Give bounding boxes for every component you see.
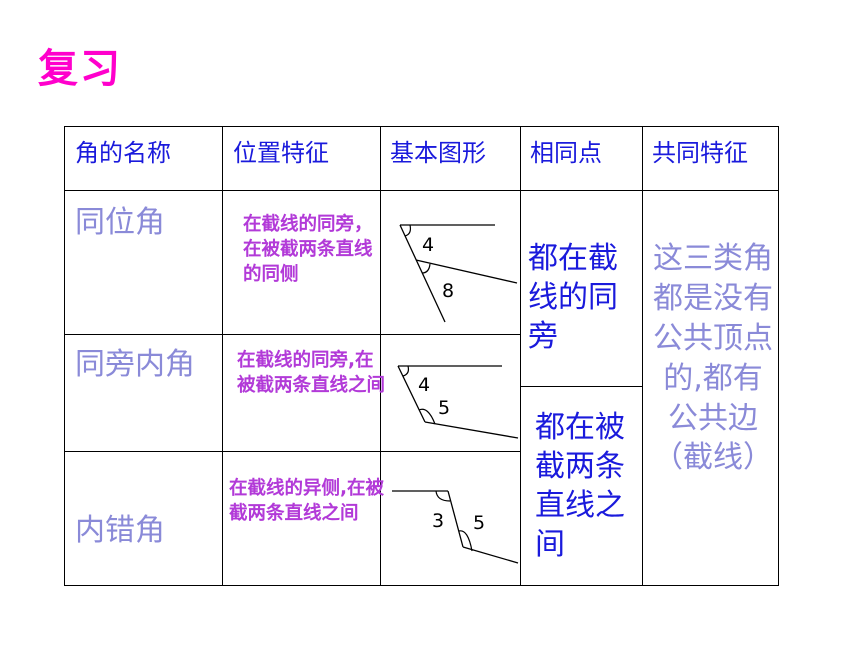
grid-line bbox=[222, 127, 223, 585]
angle-name-co-interior: 同旁内角 bbox=[75, 347, 195, 382]
angle-label: 8 bbox=[442, 280, 454, 302]
shared-feature: 这三类角都是没有公共顶点的,都有公共边（截线） bbox=[653, 241, 773, 476]
header-position-feature: 位置特征 bbox=[233, 139, 329, 167]
angle-label: 4 bbox=[422, 234, 434, 256]
feature-co-interior: 在截线的同旁,在被截两条直线之间 bbox=[237, 350, 386, 396]
figure-corresponding-angles: 4 8 bbox=[399, 224, 518, 323]
grid-line bbox=[642, 127, 643, 585]
common-point-between: 都在被截两条直线之间 bbox=[535, 410, 625, 562]
grid-line bbox=[65, 334, 520, 335]
header-angle-name: 角的名称 bbox=[75, 139, 171, 167]
page-title: 复习 bbox=[38, 46, 122, 92]
angle-name-corresponding: 同位角 bbox=[75, 205, 165, 240]
grid-line bbox=[65, 451, 520, 452]
grid-line bbox=[520, 127, 521, 585]
figure-co-interior-angles: 4 5 bbox=[397, 365, 519, 439]
header-common-feature: 共同特征 bbox=[652, 139, 748, 167]
grid-line bbox=[380, 127, 381, 585]
feature-corresponding: 在截线的同旁，在被截两条直线的同侧 bbox=[243, 214, 373, 285]
feature-alternate: 在截线的异侧,在被截两条直线之间 bbox=[229, 478, 385, 524]
angle-label: 3 bbox=[432, 510, 444, 532]
header-basic-figure: 基本图形 bbox=[390, 139, 486, 167]
angle-name-alternate: 内错角 bbox=[75, 513, 165, 548]
angle-label: 5 bbox=[438, 397, 450, 419]
angle-label: 5 bbox=[473, 512, 485, 534]
grid-line bbox=[65, 190, 778, 191]
angle-label: 4 bbox=[418, 374, 430, 396]
comparison-table: 角的名称 位置特征 基本图形 相同点 共同特征 同位角 在截线的同旁，在被截两条… bbox=[64, 126, 779, 586]
header-similarity: 相同点 bbox=[530, 139, 602, 167]
grid-line bbox=[520, 386, 642, 387]
figure-alternate-angles: 3 5 bbox=[392, 490, 519, 564]
common-point-same-side: 都在截线的同旁 bbox=[528, 241, 618, 354]
